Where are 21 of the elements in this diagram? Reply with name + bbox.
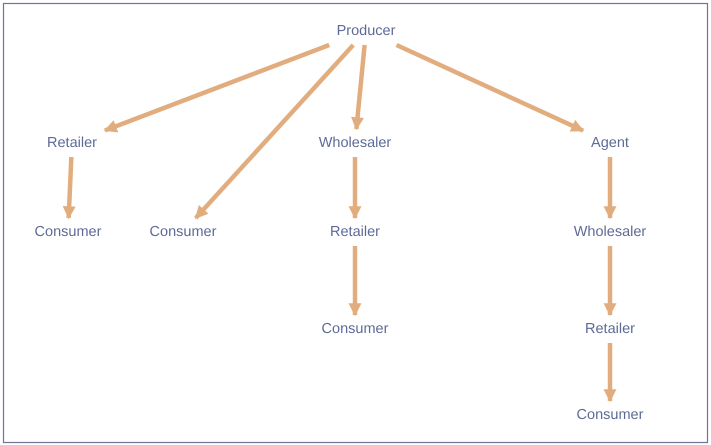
- arrow: [348, 157, 362, 220]
- arrow: [62, 156, 76, 220]
- node-label: Retailer: [47, 135, 97, 151]
- node-label: Agent: [591, 135, 629, 151]
- node-label: Wholesaler: [318, 135, 392, 151]
- node-label: Consumer: [576, 407, 644, 423]
- node-label: Consumer: [150, 224, 216, 240]
- arrow: [396, 42, 584, 133]
- arrow: [348, 246, 362, 316]
- arrow: [604, 343, 616, 402]
- arrow: [194, 43, 355, 220]
- node-label: Wholesaler: [574, 224, 646, 240]
- arrow: [351, 44, 367, 130]
- node-label: Producer: [336, 23, 396, 39]
- node-label: Retailer: [330, 224, 380, 240]
- node-label: Consumer: [322, 321, 388, 337]
- arrow: [604, 157, 616, 220]
- node-label: Retailer: [585, 321, 635, 337]
- arrow: [104, 42, 330, 133]
- node-label: Consumer: [34, 224, 102, 240]
- arrow: [604, 246, 616, 316]
